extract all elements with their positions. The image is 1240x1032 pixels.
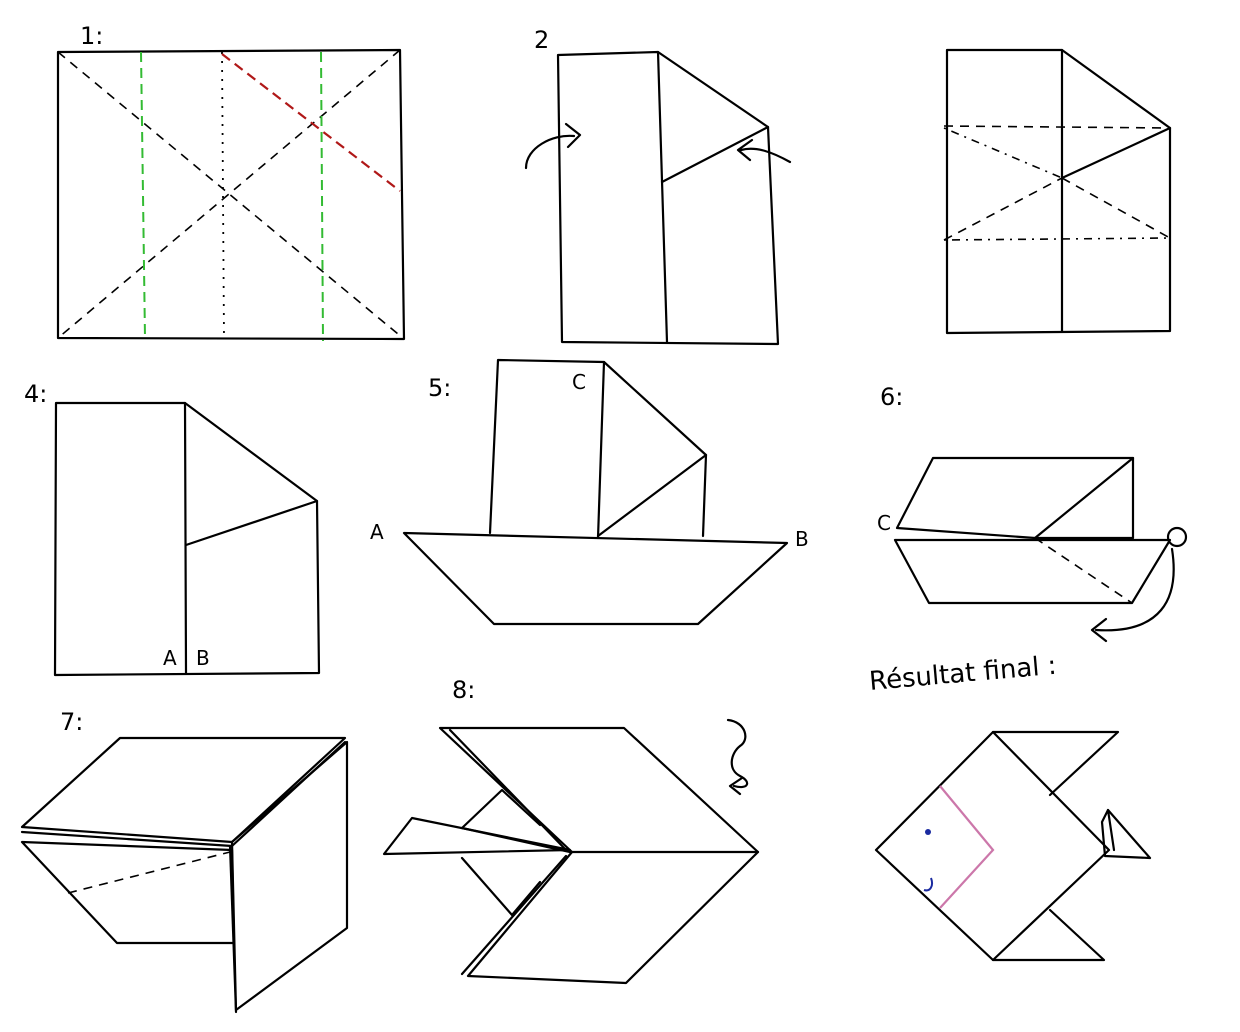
step-3-flap-edge	[1060, 126, 1172, 180]
fish-bottom-fin	[991, 908, 1106, 962]
step-4-point-a: A	[163, 646, 177, 670]
step-7-panel: 7:	[20, 708, 349, 1014]
step-1-green-fold-left	[140, 51, 146, 339]
step-3-diag-c	[1061, 177, 1171, 239]
fish-top-fin	[991, 730, 1120, 797]
fish-body	[874, 730, 1111, 962]
step-6-fold-dash	[1034, 537, 1133, 604]
step-3-panel	[943, 48, 1172, 335]
step-6-point-c: C	[877, 511, 891, 535]
step-8-bottom-fin	[460, 856, 542, 917]
step-4-fold-line	[183, 401, 188, 675]
step-5-point-c: C	[572, 370, 586, 394]
step-7-bottom-layer	[20, 840, 236, 945]
final-fish-panel	[874, 730, 1152, 962]
step-1-red-fold	[221, 53, 401, 192]
step-1-diagonal-a	[57, 51, 405, 340]
step-4-point-b: B	[196, 646, 210, 670]
step-7-label: 7:	[60, 708, 83, 736]
step-1-panel: 1:	[56, 22, 406, 342]
step-3-diag-a	[943, 127, 1063, 179]
step-6-top-flap-fold	[1033, 456, 1135, 540]
step-8-top-fin	[460, 788, 542, 830]
step-4-label: 4:	[24, 380, 47, 408]
step-5-label: 5:	[428, 374, 451, 402]
step-1-diagonal-b	[57, 49, 401, 339]
step-7-side-panel	[230, 740, 349, 1012]
step-3-bottom-fold	[943, 237, 1171, 241]
fish-tail-fold	[1106, 808, 1116, 852]
step-5-panel: 5: C A B	[370, 358, 809, 626]
step-1-label: 1:	[80, 22, 103, 50]
step-6-panel: 6: C Résultat final :	[868, 383, 1188, 697]
step-4-paper	[53, 401, 321, 677]
step-6-label: 6:	[880, 383, 903, 411]
step-8-layer-bottom	[460, 854, 568, 976]
step-7-side-edge	[228, 844, 238, 1014]
fish-smile	[923, 877, 934, 892]
step-8-turn-arrow	[726, 718, 749, 796]
step-8-tail-fold	[460, 826, 572, 854]
step-2-label: 2	[534, 26, 549, 54]
step-3-top-fold	[943, 125, 1171, 129]
step-7-layer-edge	[20, 830, 234, 848]
step-2-arrow-right	[736, 138, 792, 164]
step-2-panel: 2	[524, 26, 792, 346]
step-8-panel: 8:	[382, 676, 760, 985]
step-6-top-flap	[895, 456, 1135, 540]
fish-tail	[1100, 808, 1152, 860]
step-4-flap-edge	[184, 499, 319, 547]
step-6-bottom-body	[893, 538, 1172, 605]
step-3-paper	[945, 48, 1172, 335]
fish-mouth-line	[939, 785, 995, 909]
step-5-point-b: B	[795, 527, 809, 551]
step-7-top-layer	[20, 736, 347, 844]
step-6-fold-arrow	[1090, 547, 1175, 643]
step-8-layer-top	[448, 728, 568, 852]
fish-eye	[925, 829, 931, 835]
step-1-green-fold-right	[320, 51, 324, 342]
step-5-hull	[402, 531, 789, 626]
step-2-fold-line	[656, 50, 669, 344]
step-2-flap-edge	[660, 125, 770, 184]
step-8-label: 8:	[452, 676, 475, 704]
step-6-corner-marker	[1166, 526, 1188, 548]
step-5-point-a: A	[370, 520, 384, 544]
final-result-label: Résultat final :	[868, 651, 1058, 697]
step-2-arrow-left	[524, 122, 582, 170]
step-7-fold-dash	[67, 851, 231, 894]
step-5-sail-fold	[596, 360, 606, 540]
step-5-sail-edge	[596, 453, 708, 538]
step-1-center-line	[221, 51, 225, 339]
step-4-panel: 4: A B	[24, 380, 321, 677]
step-3-diag-b	[943, 177, 1063, 241]
step-2-paper	[556, 50, 780, 346]
